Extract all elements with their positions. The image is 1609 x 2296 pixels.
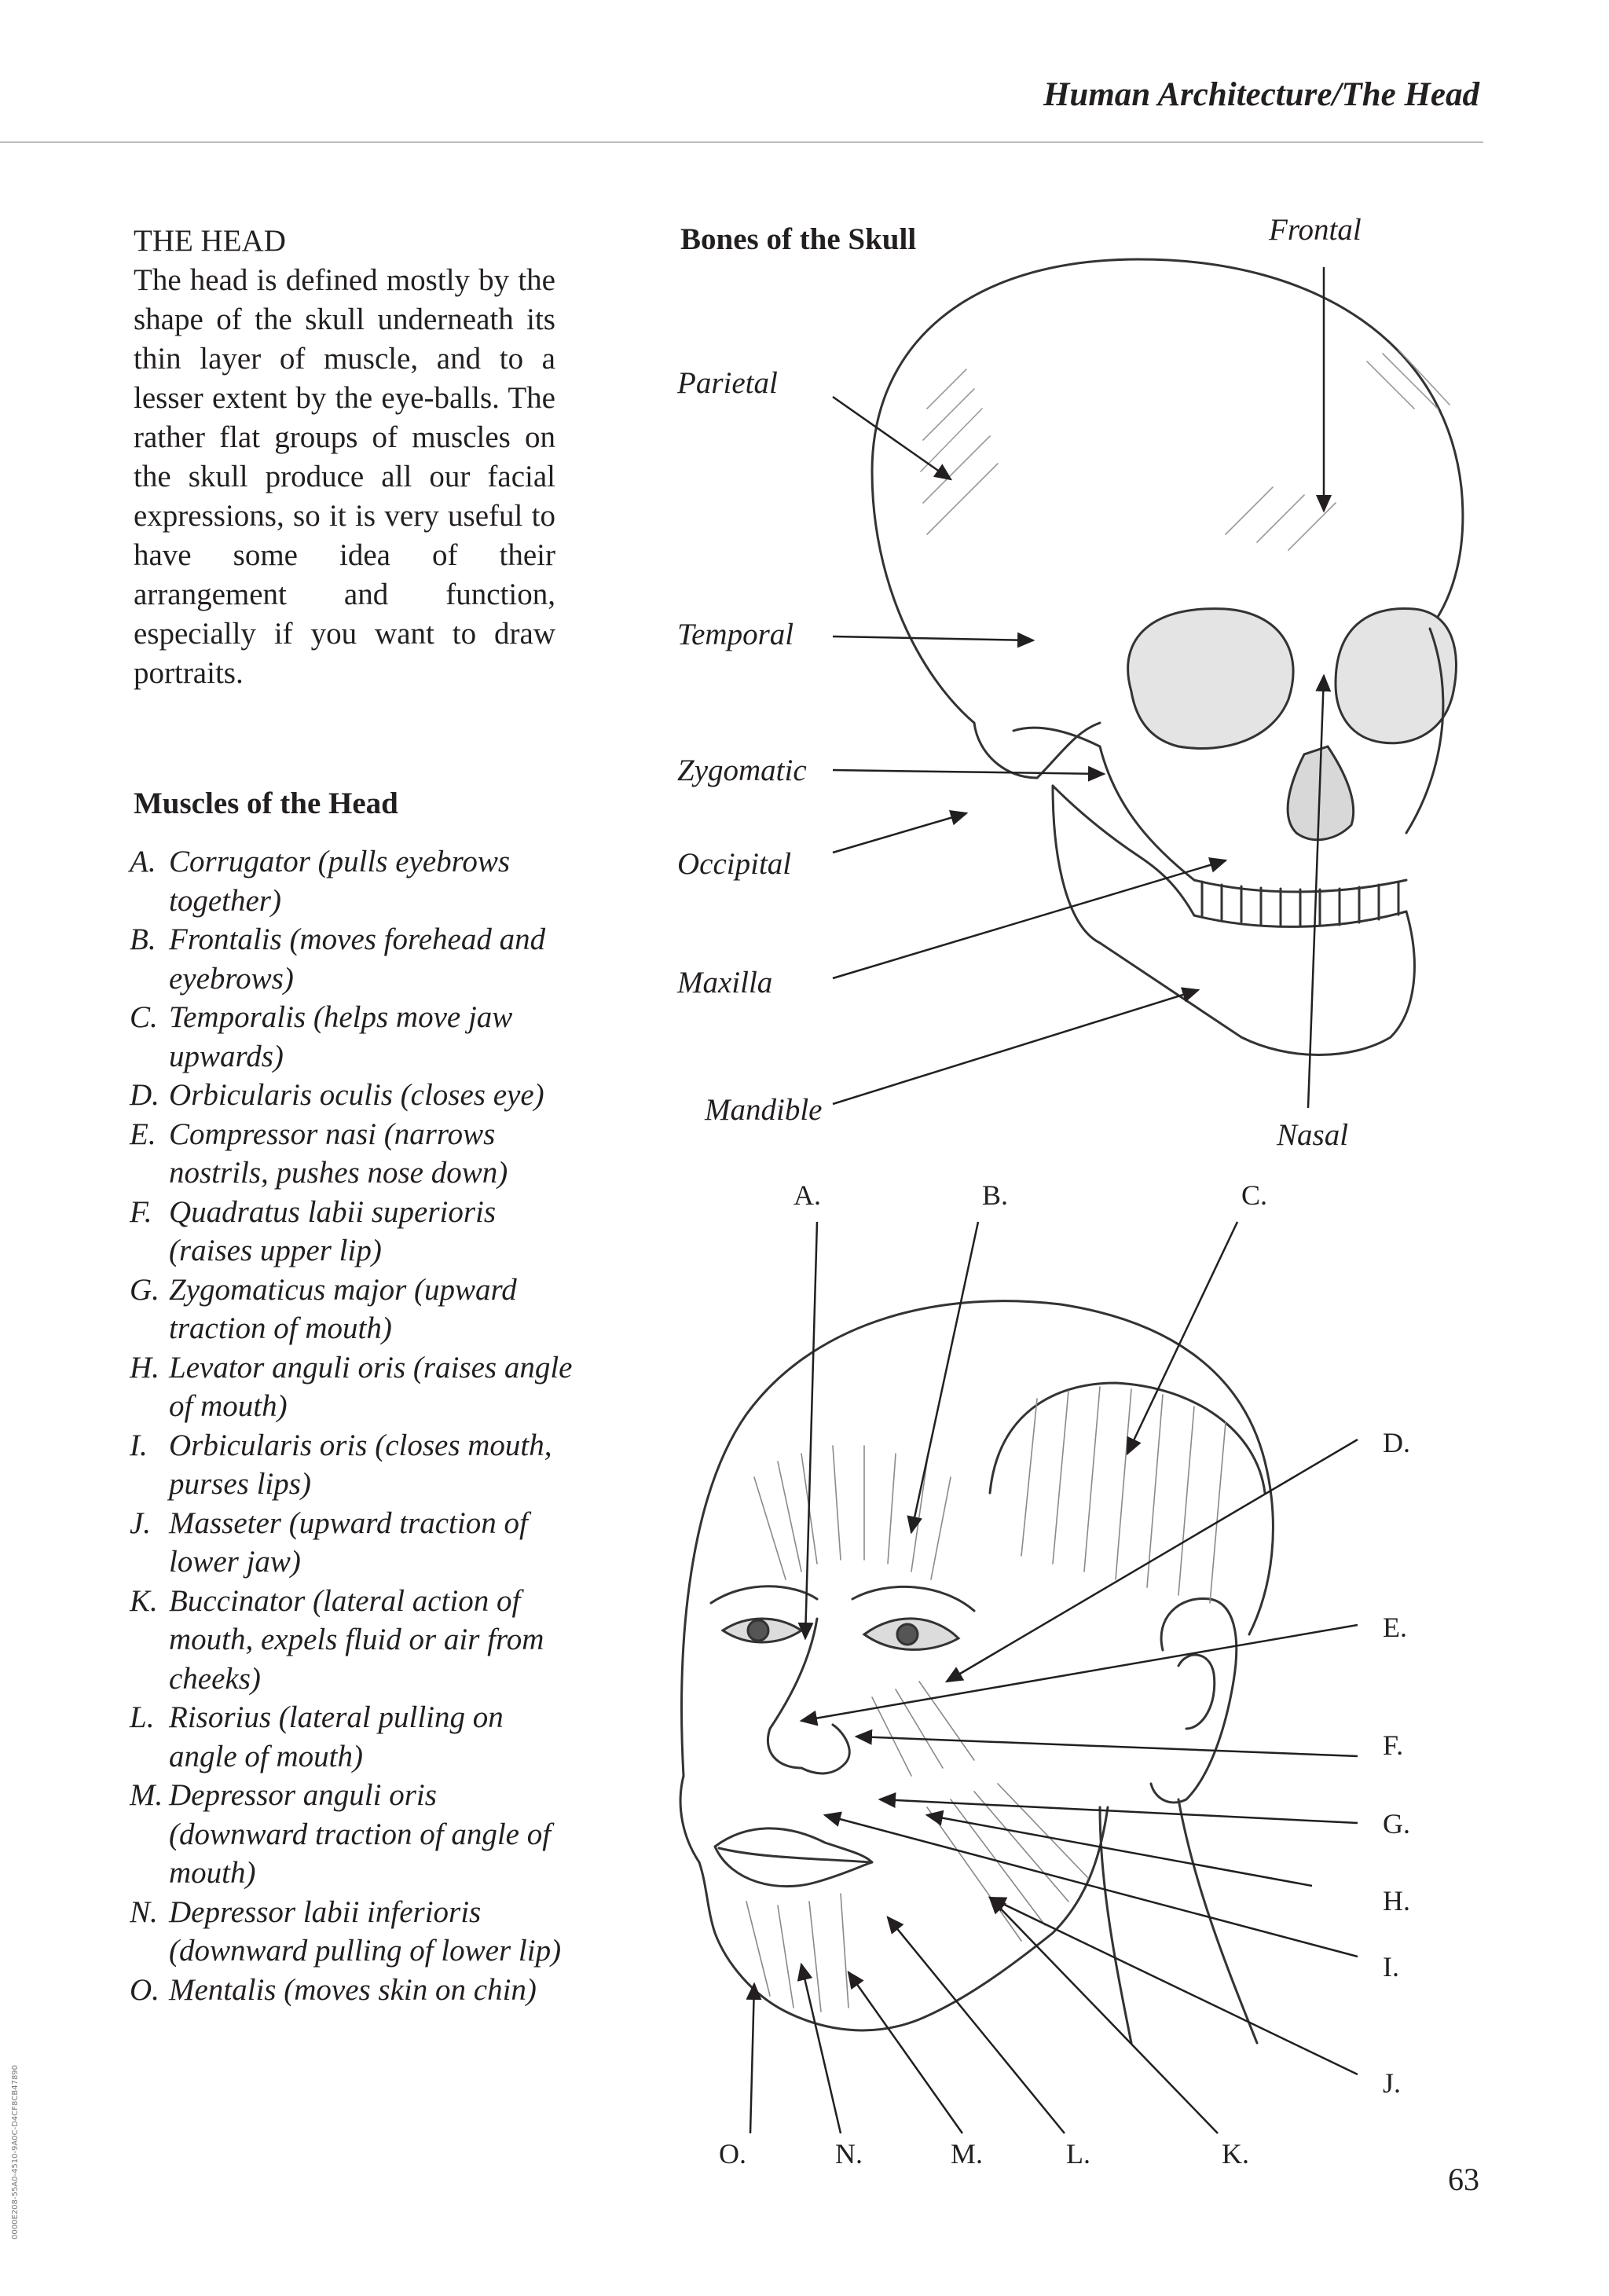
key-label-n: N. [835,2138,863,2169]
key-label-e: E. [1383,1612,1407,1643]
item-text: Depressor anguli oris (downward traction… [169,1778,552,1890]
key-label-l: L. [1066,2138,1090,2169]
label-maxilla: Maxilla [677,966,773,999]
muscles-heading: Muscles of the Head [134,787,398,820]
item-text: Mentalis (moves skin on chin) [169,1972,537,2007]
list-item: F. Quadratus labii superioris (raises upp… [130,1193,577,1271]
intro-section: THE HEAD The head is defined mostly by t… [134,222,555,693]
list-item: K. Buccinator (lateral action of mouth, e… [130,1582,577,1699]
item-letter: O. [130,1972,159,2007]
item-letter: M. [130,1778,163,1812]
list-item: G. Zygomaticus major (upward traction of … [130,1271,577,1348]
label-occipital: Occipital [677,847,792,881]
muscle-leader-lines [746,1221,1358,2134]
item-letter: G. [130,1272,159,1307]
skull-leader-lines [832,267,1332,1109]
muscle-head-drawing [679,1300,1274,2045]
header-divider [0,141,1483,143]
label-parietal: Parietal [677,366,778,400]
item-text: Levator anguli oris (raises angle of mou… [169,1350,573,1424]
key-label-i: I. [1383,1951,1399,1982]
item-text: Quadratus labii superioris (raises upper… [169,1194,497,1268]
item-text: Zygomaticus major (upward traction of mo… [169,1272,517,1346]
item-letter: E. [130,1117,156,1151]
list-item: B. Frontalis (moves forehead and eyebrows… [130,920,577,998]
item-text: Buccinator (lateral action of mouth, exp… [169,1583,544,1696]
list-item: E. Compressor nasi (narrows nostrils, pus… [130,1115,577,1193]
list-item: D. Orbicularis oculis (closes eye) [130,1076,577,1115]
key-label-f: F. [1383,1729,1404,1761]
item-letter: I. [130,1428,148,1462]
key-label-d: D. [1383,1427,1410,1458]
running-header: Human Architecture/The Head [1043,76,1479,113]
item-text: Masseter (upward traction of lower jaw) [169,1506,528,1579]
item-letter: L. [130,1700,155,1734]
label-zygomatic: Zygomatic [677,754,807,787]
muscle-list: A. Corrugator (pulls eyebrows together) B… [130,842,577,2009]
item-text: Temporalis (helps move jaw upwards) [169,1000,513,1073]
key-label-c: C. [1241,1179,1268,1211]
item-letter: N. [130,1894,158,1929]
item-text: Depressor labii inferioris (downward pul… [169,1894,562,1968]
item-letter: A. [130,845,156,878]
key-label-o: O. [719,2138,746,2169]
list-item: L. Risorius (lateral pulling on angle of … [130,1698,577,1776]
side-code: 0000E208-55A0-4510-9A0C-D4CF8CB47890 [11,2064,20,2239]
key-label-b: B. [982,1179,1009,1211]
key-label-k: K. [1222,2138,1249,2169]
skull-drawing [870,258,1464,1056]
item-letter: D. [130,1078,159,1112]
page-number: 63 [1448,2162,1479,2197]
list-item: J. Masseter (upward traction of lower jaw… [130,1504,577,1582]
list-item: C. Temporalis (helps move jaw upwards) [130,998,577,1076]
label-frontal: Frontal [1269,213,1362,247]
list-item: H. Levator anguli oris (raises angle of m… [130,1348,577,1426]
key-label-g: G. [1383,1808,1410,1839]
item-text: Compressor nasi (narrows nostrils, pushe… [169,1117,508,1190]
item-text: Corrugator (pulls eyebrows together) [169,845,511,918]
list-item: N. Depressor labii inferioris (downward p… [130,1893,577,1971]
key-label-a: A. [794,1179,821,1211]
skull-heading: Bones of the Skull [680,222,917,256]
list-item: A. Corrugator (pulls eyebrows together) [130,842,577,920]
item-text: Risorius (lateral pulling on angle of mo… [169,1700,504,1773]
list-item: O. Mentalis (moves skin on chin) [130,1971,577,2010]
list-item: M.Depressor anguli oris (downward tracti… [130,1776,577,1893]
label-mandible: Mandible [705,1093,823,1127]
item-text: Orbicularis oculis (closes eye) [169,1078,544,1112]
item-text: Frontalis (moves forehead and eyebrows) [169,922,546,996]
intro-heading: THE HEAD [134,224,286,258]
list-item: I. Orbicularis oris (closes mouth, purses… [130,1426,577,1504]
key-label-h: H. [1383,1885,1410,1916]
item-letter: F. [130,1194,152,1229]
item-text: Orbicularis oris (closes mouth, purses l… [169,1428,552,1502]
item-letter: B. [130,922,156,956]
key-label-j: J. [1383,2067,1402,2099]
item-letter: H. [130,1350,159,1385]
label-temporal: Temporal [677,618,794,651]
label-nasal: Nasal [1277,1118,1349,1152]
intro-paragraph: The head is defined mostly by the shape … [134,263,555,690]
item-letter: K. [130,1583,158,1618]
key-label-m: M. [951,2138,984,2169]
item-letter: C. [130,1000,158,1034]
item-letter: J. [130,1506,152,1540]
